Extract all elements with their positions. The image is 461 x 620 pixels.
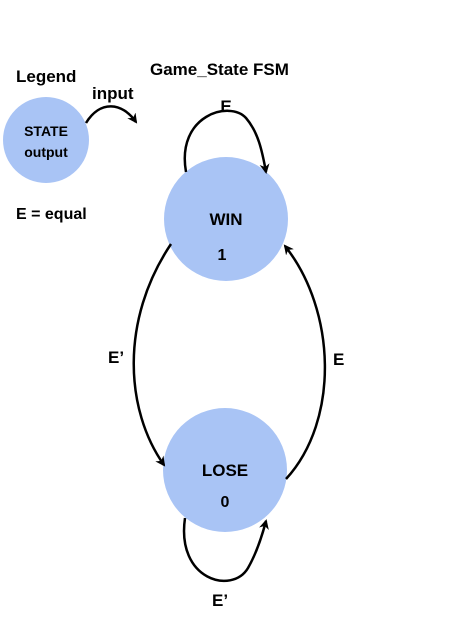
- transition-win-self-arrow: [183, 109, 270, 174]
- legend-state-circle: [3, 97, 89, 183]
- state-win-circle: [164, 157, 288, 281]
- legend-output-label: output: [24, 144, 68, 160]
- legend-heading: Legend: [16, 67, 76, 86]
- state-lose-circle: [163, 408, 287, 532]
- diagram-title: Game_State FSM: [150, 60, 289, 79]
- legend-key-text: E = equal: [16, 206, 87, 223]
- legend-state-label: STATE: [24, 123, 68, 139]
- state-lose-name: LOSE: [202, 461, 248, 480]
- transition-win-to-lose-arrow: [132, 243, 173, 467]
- transition-win-to-lose-label: E’: [108, 348, 124, 367]
- state-win: WIN 1: [164, 157, 288, 281]
- transition-lose-self-arrow: [182, 517, 269, 583]
- transition-lose-to-win-label: E: [333, 350, 344, 369]
- state-win-name: WIN: [209, 210, 242, 229]
- state-lose-output: 0: [221, 494, 230, 511]
- state-lose: LOSE 0: [163, 408, 287, 532]
- transition-lose-self-label: E’: [212, 591, 228, 610]
- legend: Legend STATE output input E = equal: [3, 67, 138, 223]
- state-win-output: 1: [218, 247, 227, 264]
- transition-lose-to-win-arrow: [283, 244, 327, 480]
- legend-input-label: input: [92, 84, 134, 103]
- legend-input-arrow: [84, 105, 138, 124]
- transition-win-self-label: E: [220, 97, 231, 116]
